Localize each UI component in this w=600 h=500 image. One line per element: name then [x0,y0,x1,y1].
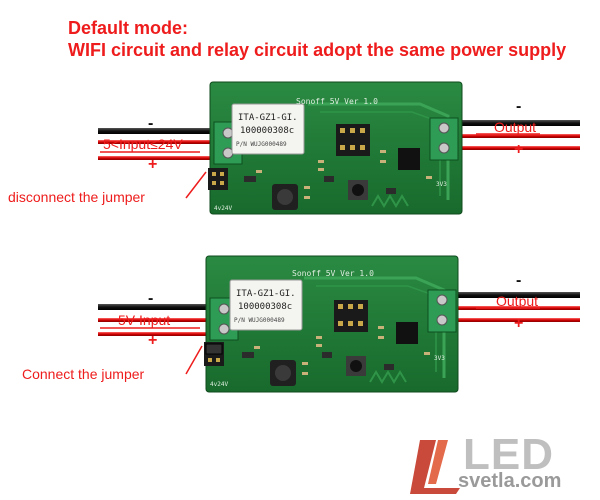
top-board: ITA-GZ1-GI. 100000308c P/N WUJG000489 So… [98,81,580,215]
top-output-minus-label: - [516,98,522,115]
top-input-label: 5<Input≤24V [103,136,183,152]
bottom-board: ITA-GZ1-GI. 100000308c P/N WUJG000489 So… [98,255,580,393]
bottom-module-line3: P/N WUJG000489 [234,317,285,324]
top-silkscreen: Sonoff 5V Ver 1.0 [296,97,378,106]
bottom-jumper-label: Connect the jumper [22,366,145,382]
bottom-pin-label: 4v24V [210,381,228,388]
top-chip [398,148,420,170]
top-module-line3: P/N WUJG000489 [236,141,287,148]
bottom-output-minus-wire [440,292,580,298]
bottom-module-line1: ITA-GZ1-GI. [236,289,296,299]
bottom-module-line2: 100000308c [238,302,292,312]
bottom-input-plus-wire [98,318,238,322]
brand-domain: svetla.com [458,470,562,492]
top-output-minus-wire [440,120,580,126]
heading-line-2: WIFI circuit and relay circuit adopt the… [68,40,567,60]
bottom-relay-module [229,279,303,331]
top-input-minus-wire [98,128,238,134]
top-module-line2: 100000308c [240,126,294,136]
bottom-chip [396,322,418,344]
bottom-pin-label2: 3V3 [434,355,445,362]
bottom-silkscreen: Sonoff 5V Ver 1.0 [292,269,374,278]
top-output-label: Output [494,119,537,135]
bottom-input-plus-label: + [148,332,158,349]
top-output-plus-label: + [514,141,524,158]
top-input-minus-label: - [148,115,154,132]
brand-logo-icon [410,440,460,494]
bottom-input-minus-label: - [148,290,154,307]
top-relay-module [231,103,305,155]
top-jumper-label: disconnect the jumper [8,189,145,205]
bottom-input-label: 5V Input [118,312,171,328]
top-output-plus-wire [440,134,580,138]
bottom-output-plus-label: + [514,315,524,332]
brand-name: LED [463,430,554,479]
bottom-input-minus-wire [98,304,238,310]
top-input-plus-wire [98,140,238,144]
top-jumper-header [208,168,228,190]
top-pin-label2: 3V3 [436,181,447,188]
top-module-line1: ITA-GZ1-GI. [238,113,298,123]
top-pin-label: 4v24V [214,205,232,212]
top-input-plus-label: + [148,156,158,173]
bottom-output-minus-label: - [516,272,522,289]
heading-line-1: Default mode: [68,18,189,38]
bottom-output-label: Output [496,293,539,309]
